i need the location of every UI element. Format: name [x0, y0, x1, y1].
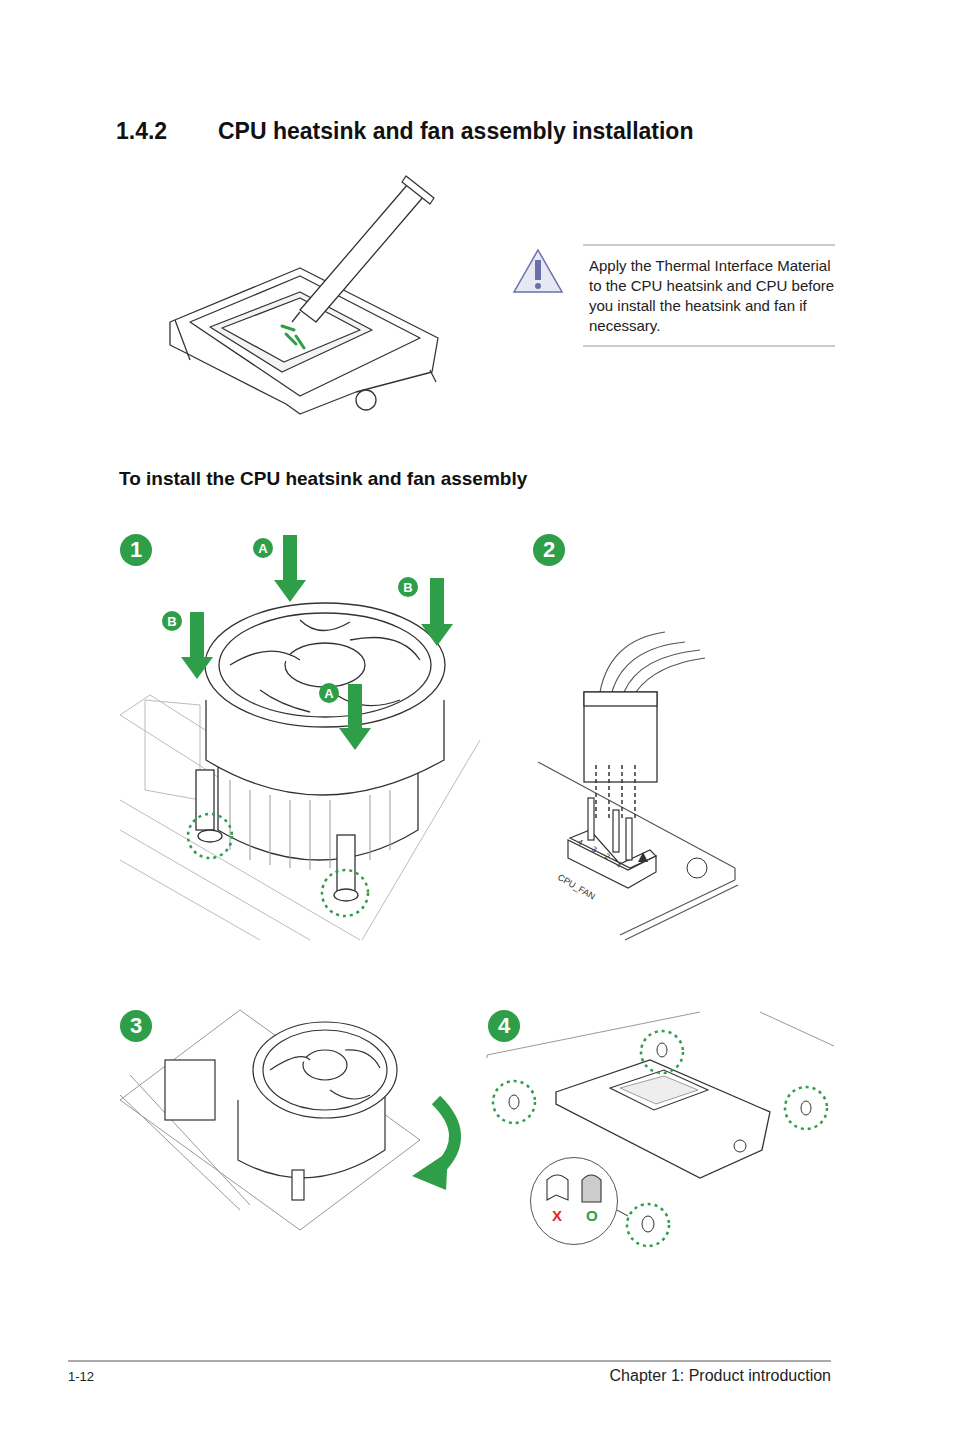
step-number-text: 1 — [130, 539, 142, 561]
page-number: 1-12 — [68, 1369, 94, 1384]
section-number: 1.4.2 — [116, 118, 167, 145]
step-number-text: 4 — [498, 1015, 510, 1037]
callout-letter-text: B — [403, 581, 412, 594]
inset-mark: O — [586, 1208, 598, 1223]
caution-note: Apply the Thermal Interface Material to … — [589, 256, 835, 336]
pin-number: 1 — [615, 859, 623, 869]
step-number: 3 — [120, 1010, 152, 1042]
pin-number: 2 — [603, 851, 611, 861]
step-number: 1 — [120, 534, 152, 566]
callout-letter-text: A — [258, 542, 267, 555]
step-number-text: 3 — [130, 1015, 142, 1037]
pin-number: 3 — [590, 844, 598, 854]
step-number: 4 — [488, 1010, 520, 1042]
callout-letter: A — [319, 683, 339, 703]
callout-letter: A — [253, 538, 273, 558]
callout-letter: B — [398, 577, 418, 597]
inset-mark: X — [552, 1208, 562, 1223]
callout-letter: B — [162, 611, 182, 631]
subheading: To install the CPU heatsink and fan asse… — [119, 468, 527, 490]
header-name: CPU_FAN — [556, 872, 597, 901]
callout-letter-text: A — [324, 687, 333, 700]
step-number: 2 — [533, 534, 565, 566]
step-number-text: 2 — [543, 539, 555, 561]
section-title: CPU heatsink and fan assembly installati… — [218, 118, 693, 145]
pin-number: 4 — [576, 837, 584, 847]
callout-letter-text: B — [167, 615, 176, 628]
chapter-footer: Chapter 1: Product introduction — [610, 1367, 831, 1385]
detail-inset: XO — [530, 1157, 618, 1245]
